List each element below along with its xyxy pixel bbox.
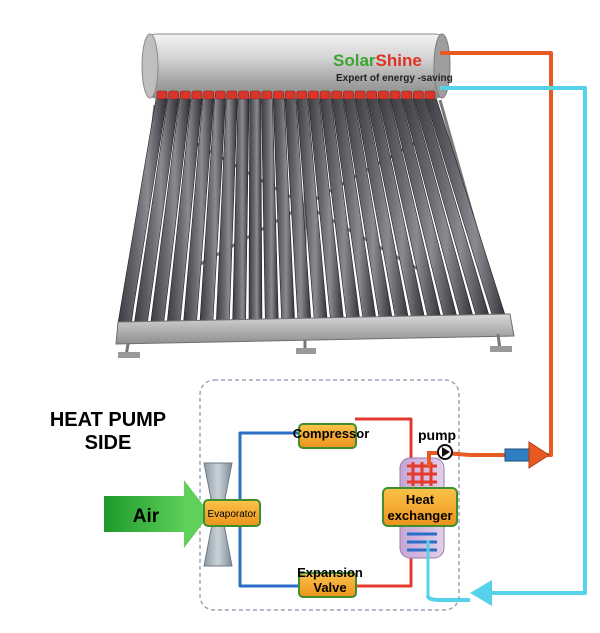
cold-flow-arrow-icon	[470, 580, 492, 606]
vacuum-tube	[248, 95, 263, 327]
tube-connector	[156, 90, 168, 100]
tube-connector	[389, 90, 401, 100]
tube-connector	[354, 90, 366, 100]
expansion-valve-label-line2: Valve	[313, 580, 346, 595]
vacuum-tubes	[117, 95, 509, 327]
tube-connector	[180, 90, 191, 100]
heat-exchanger-label-line1: Heat	[406, 492, 435, 507]
expansion-valve-label-line1: Expansion	[297, 565, 363, 580]
expansion-valve-box	[298, 572, 357, 598]
brand-tagline: Expert of energy -saving	[336, 73, 453, 84]
tube-connector	[378, 90, 389, 100]
tube-connector	[343, 90, 354, 100]
tube-connector	[308, 90, 319, 100]
tube-connector	[331, 90, 343, 100]
air-arrow-icon	[104, 480, 210, 548]
tube-connector	[413, 90, 424, 100]
tube-connector	[366, 90, 378, 100]
evaporator-box	[203, 499, 261, 527]
heat-pump-enclosure	[199, 379, 460, 611]
tube-connector	[273, 90, 284, 100]
evaporator-label: Evaporator	[208, 509, 258, 520]
tube-connector	[401, 90, 412, 100]
heat-exchanger-box	[382, 487, 458, 527]
tube-connectors	[156, 90, 436, 100]
tube-connector	[296, 90, 308, 100]
hot-flow-arrow-icon	[504, 441, 550, 469]
heat-exchanger-label-line2: exchanger	[387, 508, 452, 523]
side-title-line1: HEAT PUMP	[50, 409, 166, 431]
tube-connector	[249, 90, 261, 100]
tube-connector	[214, 90, 226, 100]
tube-connector	[168, 90, 179, 100]
refrigerant-hot-line	[355, 417, 413, 470]
solar-collector: SolarShine Expert of energy -saving	[115, 33, 515, 358]
water-tank	[141, 33, 451, 100]
bottom-rail	[115, 313, 515, 358]
tube-connector	[284, 90, 296, 100]
pump-icon	[437, 444, 453, 460]
hot-water-pipe	[440, 51, 553, 457]
tube-connector	[424, 90, 436, 100]
pump-label: pump	[418, 427, 456, 443]
air-label: Air	[133, 506, 160, 527]
tube-connector	[238, 90, 249, 100]
side-title-line2: SIDE	[85, 432, 132, 454]
tube-connector	[261, 90, 273, 100]
tube-connector	[226, 90, 238, 100]
heat-pump-water-lines	[426, 451, 471, 602]
tube-connector	[203, 90, 214, 100]
compressor-label: Compressor	[293, 426, 370, 441]
cold-water-pipe	[440, 86, 587, 595]
brand-logo: SolarShine	[333, 51, 422, 70]
compressor-box	[298, 423, 357, 449]
tube-connector	[191, 90, 203, 100]
tube-connector	[319, 90, 331, 100]
